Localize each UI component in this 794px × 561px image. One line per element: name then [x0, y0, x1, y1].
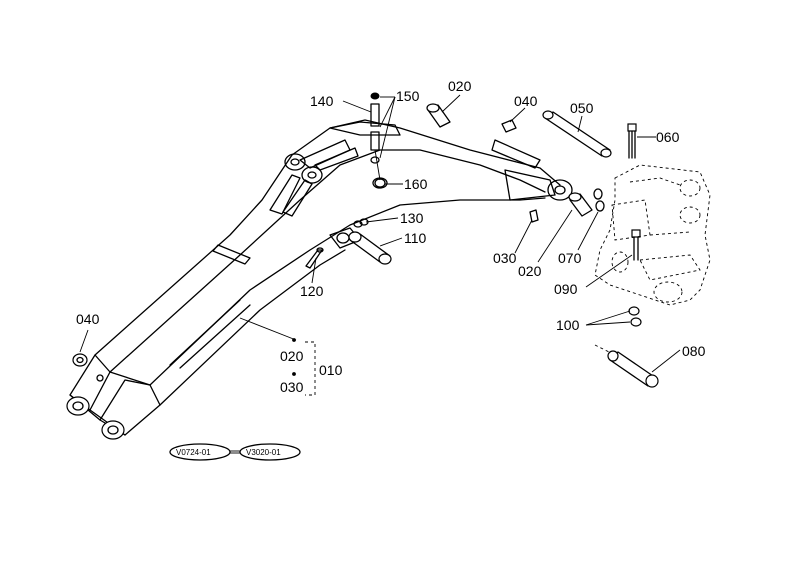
- leader-lines: [79, 94, 681, 396]
- serial-number-range: V0724-01 V3020-01: [169, 443, 301, 461]
- label-040-left: 040: [76, 311, 100, 327]
- label-130: 130: [400, 210, 424, 226]
- part-080-pin: [594, 344, 659, 388]
- label-140: 140: [310, 93, 334, 109]
- part-020-top-bushing: [426, 103, 451, 128]
- label-100: 100: [556, 317, 580, 333]
- part-100-nuts: [628, 306, 642, 327]
- label-080: 080: [682, 343, 706, 359]
- label-040-top: 040: [514, 93, 538, 109]
- label-090: 090: [554, 281, 578, 297]
- part-070-shims: [593, 188, 605, 212]
- serial-from: V0724-01: [176, 448, 211, 457]
- label-120: 120: [300, 283, 324, 299]
- label-020-top: 020: [448, 78, 472, 94]
- part-110-pin: [348, 231, 392, 265]
- label-150: 150: [396, 88, 420, 104]
- label-160: 160: [404, 176, 428, 192]
- label-030-right: 030: [493, 250, 517, 266]
- part-040-left-bushing: [72, 353, 88, 367]
- label-030-group: 030: [280, 379, 304, 395]
- part-160-ring: [372, 177, 388, 189]
- label-050: 050: [570, 100, 594, 116]
- arm-body: [66, 119, 573, 440]
- part-040-top-part: [501, 119, 517, 133]
- part-150-bolt-stack: [370, 92, 386, 188]
- part-090-bolt: [631, 229, 641, 261]
- label-020-right: 020: [518, 263, 542, 279]
- serial-to: V3020-01: [246, 448, 281, 457]
- label-110: 110: [404, 230, 427, 246]
- label-060: 060: [656, 129, 680, 145]
- part-020-right-bushing: [568, 192, 593, 217]
- part-050-pin: [542, 110, 612, 158]
- part-030-right-grease-fitting: [529, 209, 539, 223]
- label-010: 010: [319, 362, 343, 378]
- part-bracket-assembly: [594, 164, 711, 306]
- label-020-group: 020: [280, 348, 304, 364]
- label-070: 070: [558, 250, 582, 266]
- part-120-pin: [305, 247, 324, 269]
- part-060-bolt: [627, 123, 637, 159]
